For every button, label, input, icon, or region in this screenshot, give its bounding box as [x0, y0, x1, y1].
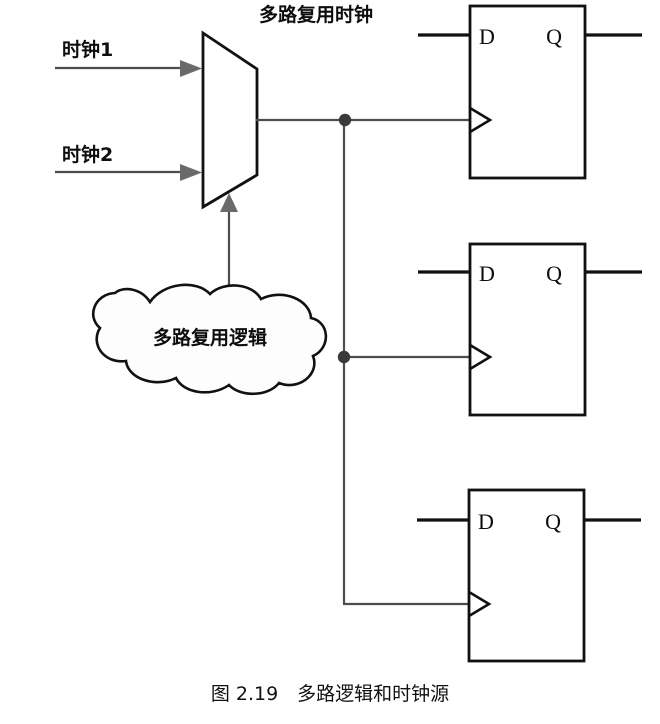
flipflop-2-clock-icon: [469, 343, 493, 371]
flipflop-3-box: [467, 488, 586, 663]
flipflop-1-box: [468, 4, 587, 180]
flipflop-1-d-label: D: [479, 24, 495, 49]
input-arrow-clock2: [180, 164, 202, 181]
flipflop-1-clock-icon: [469, 106, 493, 134]
figure-caption: 图 2.19 多路逻辑和时钟源: [211, 683, 449, 705]
diagram-title: 多路复用时钟: [259, 3, 373, 26]
input-label-clock1: 时钟1: [62, 38, 113, 61]
cloud-label: 多路复用逻辑: [153, 326, 267, 349]
input-arrow-clock1: [180, 60, 202, 77]
junction-dot-middle: [337, 350, 351, 364]
flipflop-2-d-label: D: [479, 261, 495, 286]
flipflop-3-q-label: Q: [545, 509, 561, 534]
flipflop-2-q-label: Q: [546, 261, 562, 286]
junction-dot-top: [338, 113, 352, 127]
multiplexer-shape: [201, 30, 259, 210]
flipflop-2-box: [468, 242, 587, 417]
flipflop-3-clock-icon: [468, 590, 492, 618]
flipflop-1-q-label: Q: [546, 24, 562, 49]
input-label-clock2: 时钟2: [62, 143, 113, 166]
cloud-shape: [92, 283, 328, 396]
select-arrow: [220, 193, 238, 212]
flipflop-3-d-label: D: [478, 509, 494, 534]
